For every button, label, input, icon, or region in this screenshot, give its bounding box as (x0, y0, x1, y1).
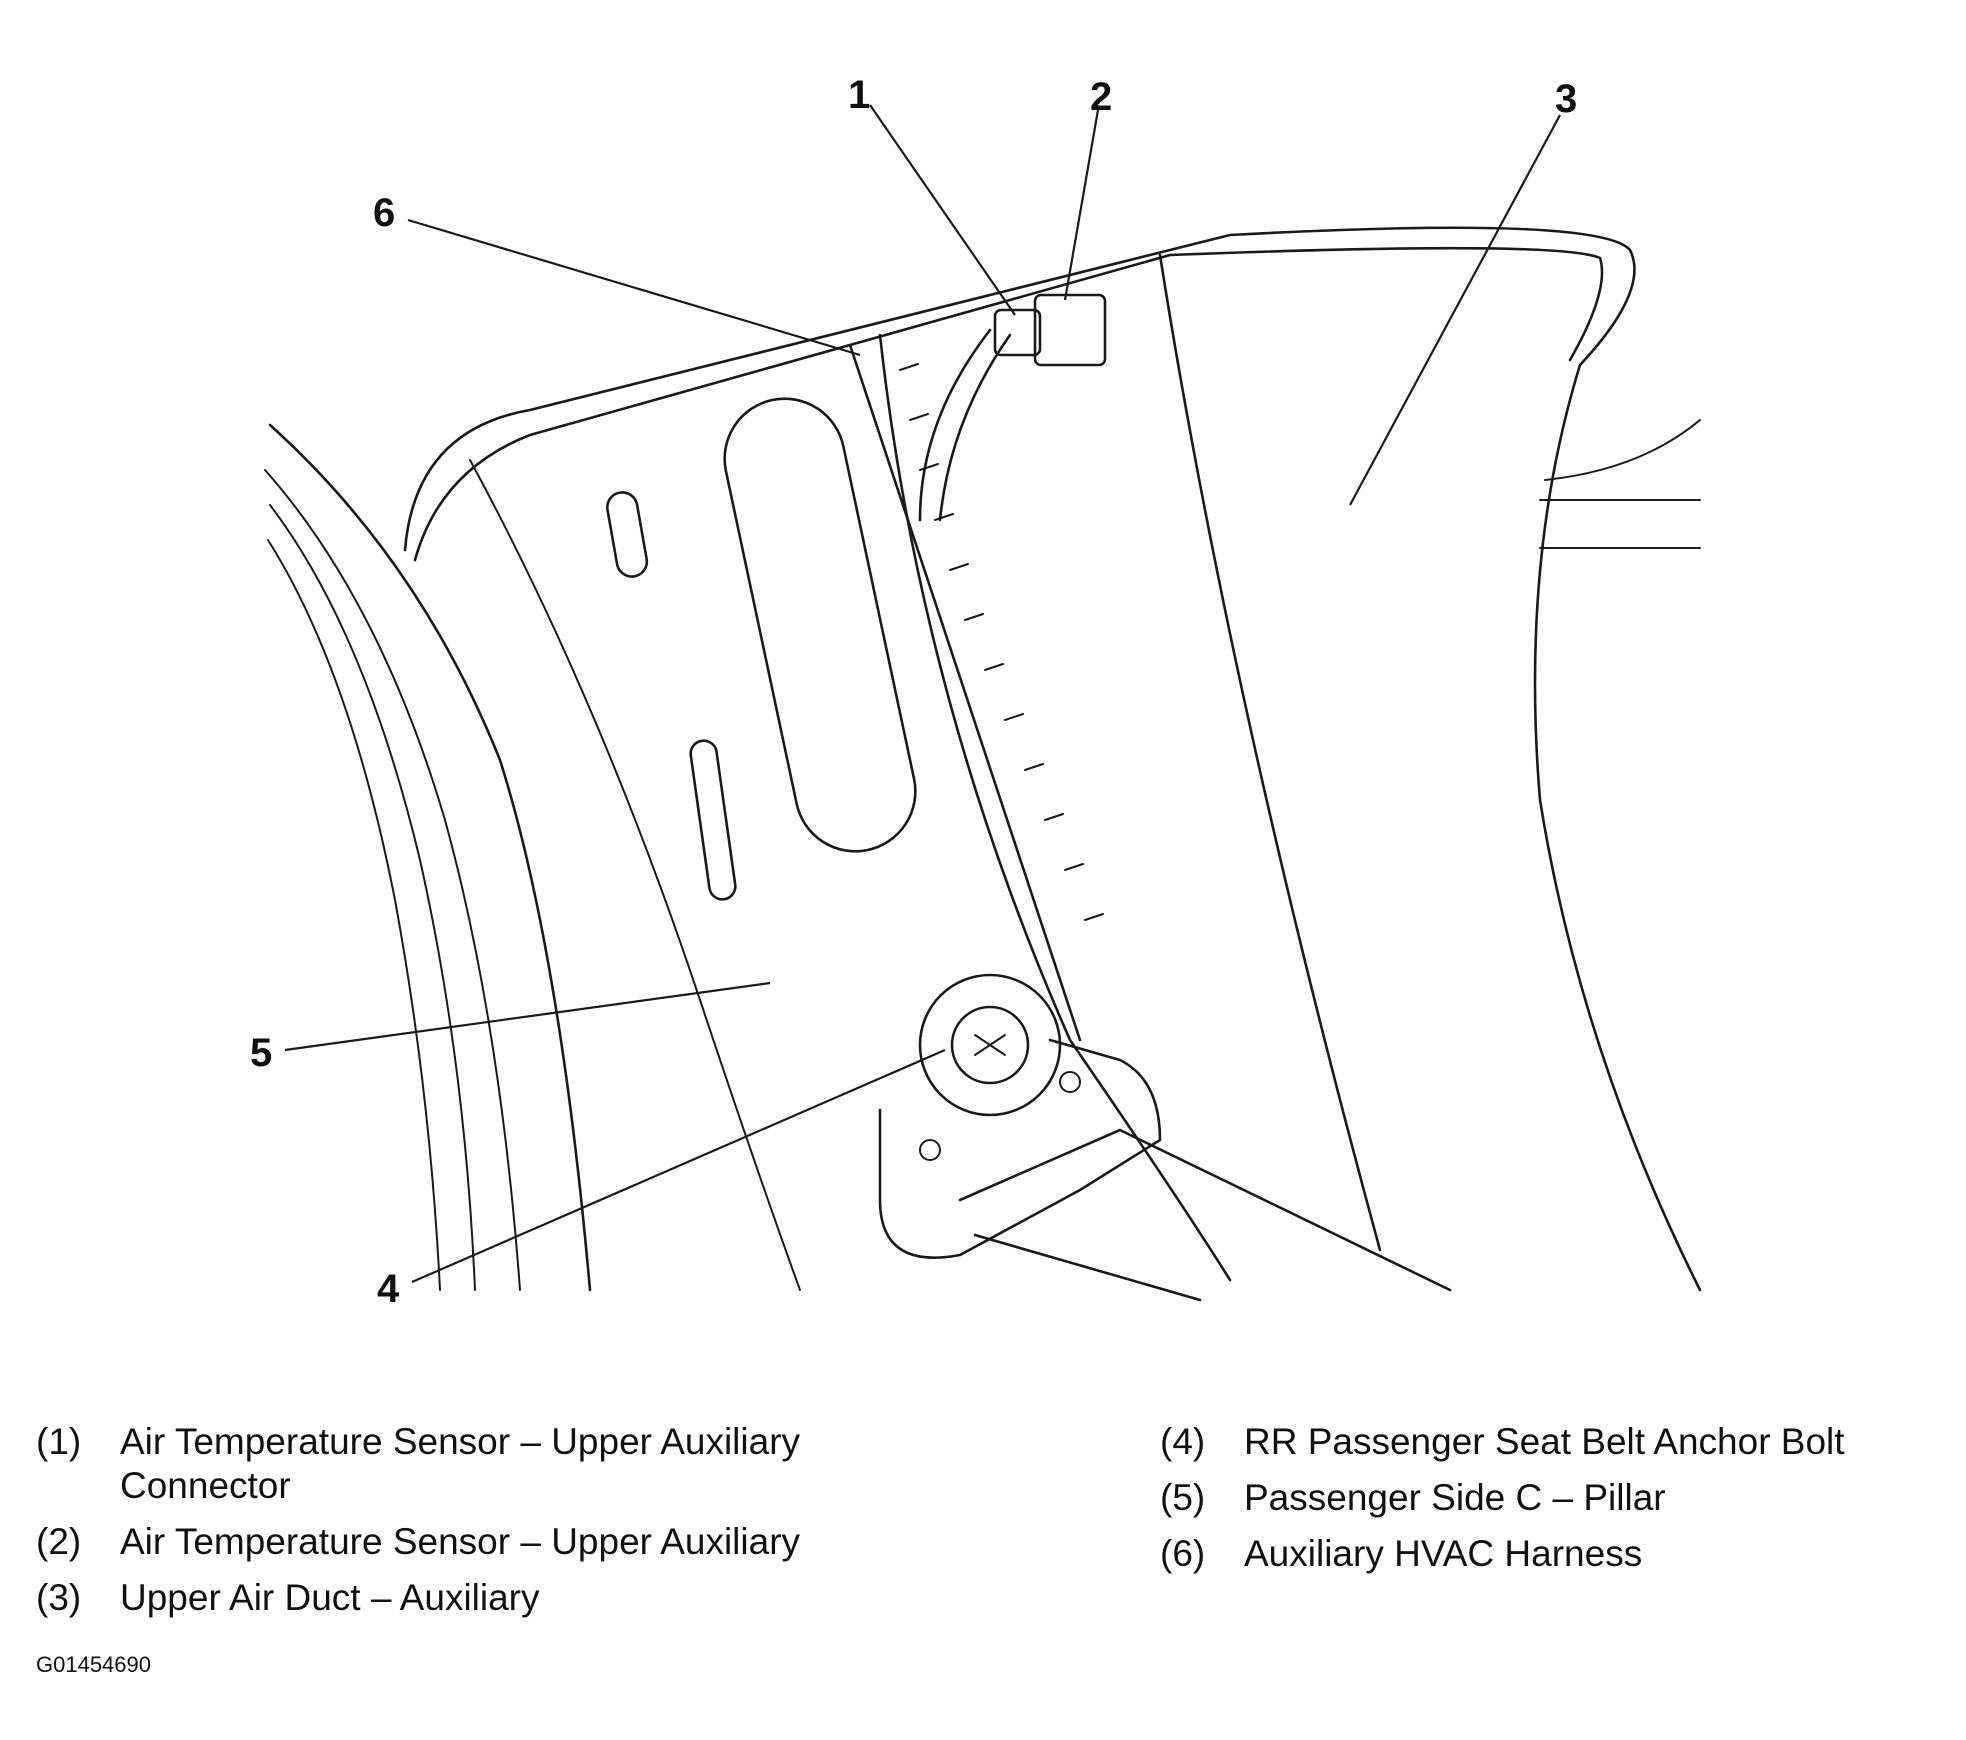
legend-number: (6) (1160, 1533, 1206, 1574)
legend-text: Auxiliary HVAC Harness (1244, 1533, 1643, 1574)
figure-id: G01454690 (36, 1652, 151, 1677)
pillar-edge-outer (268, 423, 592, 1292)
legend-item: (3) Upper Air Duct – Auxiliary (36, 1576, 800, 1620)
callout-3: 3 (1555, 77, 1577, 121)
legend-item: (4) RR Passenger Seat Belt Anchor Bolt (1160, 1420, 1845, 1464)
seat-belt-strap (958, 1128, 1452, 1302)
air-duct-panel-edge (1533, 363, 1702, 1292)
callout-5: 5 (250, 1031, 272, 1075)
pillar-edge-line-3 (267, 539, 441, 1291)
legend-text: Air Temperature Sensor – Upper Auxiliary… (120, 1420, 800, 1508)
pillar-edge-line-2 (269, 504, 476, 1291)
c-pillar-diagram: 1 2 3 4 5 6 (250, 73, 1702, 1311)
pillar-edge-line-1 (264, 469, 521, 1291)
anchor-plate (878, 1038, 1162, 1259)
pillar-oval-opening (723, 397, 917, 853)
legend-number: (2) (36, 1521, 82, 1562)
legend-number: (5) (1160, 1477, 1206, 1518)
legend-item: (5) Passenger Side C – Pillar (1160, 1476, 1845, 1520)
pillar-slot-upper (606, 491, 649, 578)
parts-legend: (1) Air Temperature Sensor – Upper Auxil… (0, 1420, 1966, 1680)
callout-6: 6 (373, 191, 395, 235)
leader-3 (1349, 114, 1561, 506)
legend-text: Air Temperature Sensor – Upper Auxiliary (120, 1521, 801, 1562)
legend-text: RR Passenger Seat Belt Anchor Bolt (1244, 1421, 1845, 1462)
connector-sensor (1033, 293, 1107, 367)
harness-channel-left (848, 343, 1082, 1042)
legend-number: (3) (36, 1577, 82, 1618)
legend-number: (4) (1160, 1421, 1206, 1462)
leader-6 (407, 218, 861, 357)
callout-4: 4 (377, 1267, 400, 1311)
anchor-plate-hole-1 (919, 1139, 941, 1161)
legend-item: (6) Auxiliary HVAC Harness (1160, 1532, 1845, 1576)
air-duct-panel (1158, 253, 1382, 1252)
anchor-bolt-cross (974, 1034, 1006, 1056)
anchor-bolt-washer (918, 973, 1062, 1117)
legend-column-left: (1) Air Temperature Sensor – Upper Auxil… (36, 1420, 800, 1632)
leader-4 (411, 1048, 946, 1284)
legend-item: (2) Air Temperature Sensor – Upper Auxil… (36, 1520, 800, 1564)
anchor-plate-hole-2 (1059, 1071, 1081, 1093)
pillar-panel-line (469, 459, 801, 1291)
roof-rail-outline (403, 226, 1636, 552)
leader-1 (869, 104, 1016, 316)
leader-5 (284, 981, 771, 1052)
legend-text: Upper Air Duct – Auxiliary (120, 1577, 540, 1618)
callout-1: 1 (848, 73, 870, 117)
legend-text-line: Connector (120, 1465, 291, 1506)
anchor-bolt-head (950, 1005, 1030, 1085)
harness-channel-right (878, 333, 1232, 1282)
pillar-slot-lower (689, 739, 737, 901)
legend-text-line: Air Temperature Sensor – Upper Auxiliary (120, 1421, 801, 1462)
legend-item: (1) Air Temperature Sensor – Upper Auxil… (36, 1420, 800, 1508)
legend-number: (1) (36, 1421, 82, 1462)
harness-wire (918, 328, 1012, 522)
legend-column-right: (4) RR Passenger Seat Belt Anchor Bolt (… (1160, 1420, 1845, 1588)
harness-hatching (899, 363, 1104, 921)
roof-rail-inner (413, 246, 1604, 562)
leader-2 (1063, 109, 1100, 301)
connector-body (993, 308, 1042, 357)
legend-text: Passenger Side C – Pillar (1244, 1477, 1666, 1518)
callout-2: 2 (1090, 75, 1112, 119)
duct-curve (1544, 419, 1701, 481)
